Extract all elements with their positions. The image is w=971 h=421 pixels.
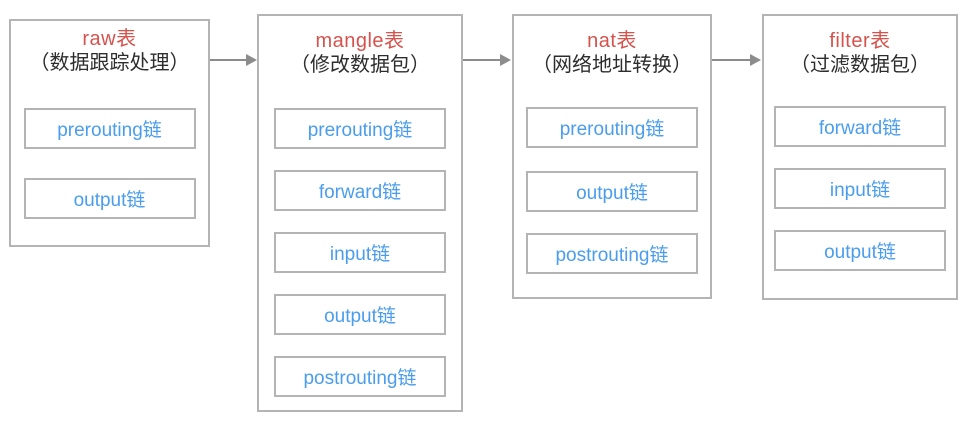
chain-box: output链	[774, 230, 946, 271]
chain-box: forward链	[274, 170, 446, 211]
chain-box: input链	[774, 168, 946, 209]
chain-label: input链	[329, 244, 391, 265]
table-box-raw: raw表 （数据跟踪处理） prerouting链 output链	[9, 19, 210, 247]
chain-box: output链	[274, 294, 446, 335]
chain-label: output链	[73, 190, 146, 211]
chain-label: output链	[824, 242, 896, 263]
table-box-nat: nat表 （网络地址转换） prerouting链 output链 postro…	[512, 14, 712, 299]
arrow-right-icon	[712, 54, 761, 66]
table-name: mangle表	[315, 30, 405, 52]
table-subtitle: （修改数据包）	[290, 54, 430, 76]
table-name: raw表	[82, 28, 137, 50]
chain-label: prerouting链	[57, 120, 162, 141]
chain-label: prerouting链	[307, 120, 413, 141]
table-subtitle: （过滤数据包）	[790, 54, 930, 76]
chain-label: prerouting链	[559, 119, 665, 140]
arrow-right-icon	[210, 54, 257, 66]
chain-label: output链	[324, 306, 396, 327]
chain-box: prerouting链	[23, 108, 196, 149]
chain-label: output链	[576, 183, 648, 204]
chain-label: forward链	[318, 182, 402, 203]
chain-box: prerouting链	[274, 108, 446, 149]
chain-label: input链	[829, 180, 891, 201]
arrow-right-icon	[463, 54, 511, 66]
table-subtitle: （数据跟踪处理）	[29, 52, 190, 74]
table-subtitle: （网络地址转换）	[532, 54, 692, 76]
table-name: nat表	[587, 30, 637, 52]
chain-box: output链	[23, 178, 196, 219]
chain-label: postrouting链	[303, 368, 417, 389]
chain-box: output链	[526, 171, 698, 212]
chain-box: postrouting链	[274, 356, 446, 397]
chain-box: forward链	[774, 106, 946, 147]
chain-box: input链	[274, 232, 446, 273]
chain-label: forward链	[818, 118, 902, 139]
table-box-mangle: mangle表 （修改数据包） prerouting链 forward链 inp…	[257, 14, 463, 412]
table-box-filter: filter表 （过滤数据包） forward链 input链 output链	[762, 14, 958, 300]
chain-box: prerouting链	[526, 107, 698, 148]
chain-label: postrouting链	[555, 245, 669, 266]
chain-box: postrouting链	[526, 233, 698, 274]
table-name: filter表	[829, 30, 891, 52]
